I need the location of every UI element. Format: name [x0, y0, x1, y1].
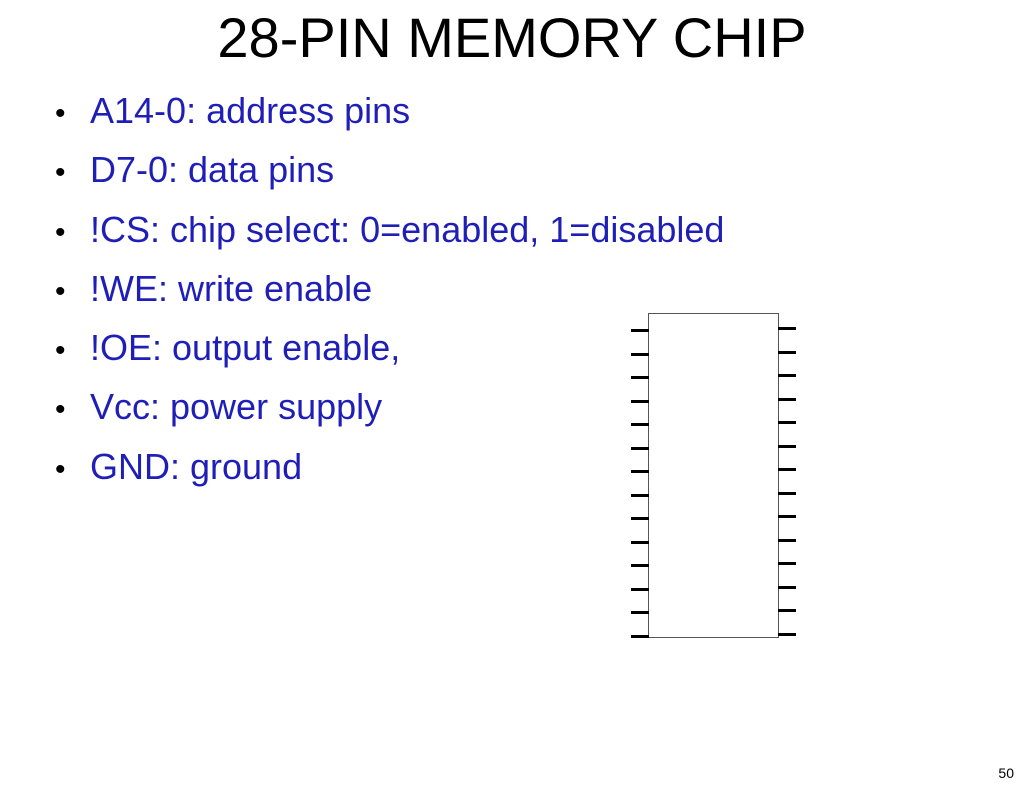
chip-pin-left-6: [631, 446, 649, 450]
chip-pin-right-12: [778, 585, 796, 589]
bullet-text: !OE: output enable,: [90, 327, 401, 369]
bullet-item-data-pins: • D7-0: data pins: [55, 145, 724, 204]
bullet-item-write-enable: • !WE: write enable: [55, 264, 724, 323]
bullet-marker: •: [55, 215, 66, 249]
chip-pin-right-10: [778, 538, 796, 542]
chip-pin-right-9: [778, 515, 796, 518]
bullet-marker: •: [55, 334, 66, 368]
chip-pin-left-14: [631, 634, 649, 638]
chip-pin-left-1: [631, 329, 649, 332]
chip-pin-left-3: [631, 376, 649, 379]
chip-pin-right-13: [778, 609, 796, 612]
bullet-marker: •: [55, 274, 66, 308]
chip-pin-right-2: [778, 350, 796, 354]
chip-pin-right-4: [778, 397, 796, 401]
bullet-text: Vcc: power supply: [90, 386, 383, 428]
bullet-marker: •: [55, 393, 66, 427]
chip-pin-left-2: [631, 352, 649, 356]
chip-pin-right-1: [778, 327, 796, 330]
bullet-marker: •: [55, 156, 66, 190]
bullet-marker: •: [55, 97, 66, 130]
bullet-text: GND: ground: [90, 445, 303, 487]
bullet-item-ground: • GND: ground: [55, 442, 724, 501]
chip-pin-left-5: [631, 423, 649, 426]
chip-pin-left-10: [631, 540, 649, 544]
bullet-list: • A14-0: address pins • D7-0: data pins …: [55, 86, 724, 501]
bullet-text: D7-0: data pins: [90, 149, 335, 191]
bullet-item-power-supply: • Vcc: power supply: [55, 382, 724, 441]
chip-pin-left-4: [631, 399, 649, 403]
bullet-text: !CS: chip select: 0=enabled, 1=disabled: [90, 208, 725, 250]
chip-pin-left-11: [631, 564, 649, 567]
chip-pin-left-9: [631, 517, 649, 520]
chip-pin-left-7: [631, 470, 649, 473]
chip-pin-right-11: [778, 562, 796, 565]
chip-body: [648, 313, 779, 638]
bullet-marker: •: [55, 452, 66, 486]
chip-pin-right-5: [778, 421, 796, 424]
bullet-item-address-pins: • A14-0: address pins: [55, 86, 724, 145]
bullet-item-output-enable: • !OE: output enable,: [55, 323, 724, 382]
bullet-text: !WE: write enable: [90, 267, 373, 309]
chip-pin-right-8: [778, 491, 796, 495]
bullet-item-chip-select: • !CS: chip select: 0=enabled, 1=disable…: [55, 205, 724, 264]
chip-pin-left-8: [631, 493, 649, 497]
chip-pin-right-7: [778, 468, 796, 471]
chip-pin-left-13: [631, 611, 649, 614]
bullet-text: A14-0: address pins: [90, 90, 411, 131]
chip-pin-right-3: [778, 374, 796, 377]
chip-pin-right-6: [778, 444, 796, 448]
page-number: 50: [998, 765, 1014, 781]
chip-pin-left-12: [631, 587, 649, 591]
chip-pin-right-14: [778, 632, 796, 636]
slide-title: 28-PIN MEMORY CHIP: [217, 6, 807, 69]
memory-chip-diagram: [631, 313, 796, 639]
